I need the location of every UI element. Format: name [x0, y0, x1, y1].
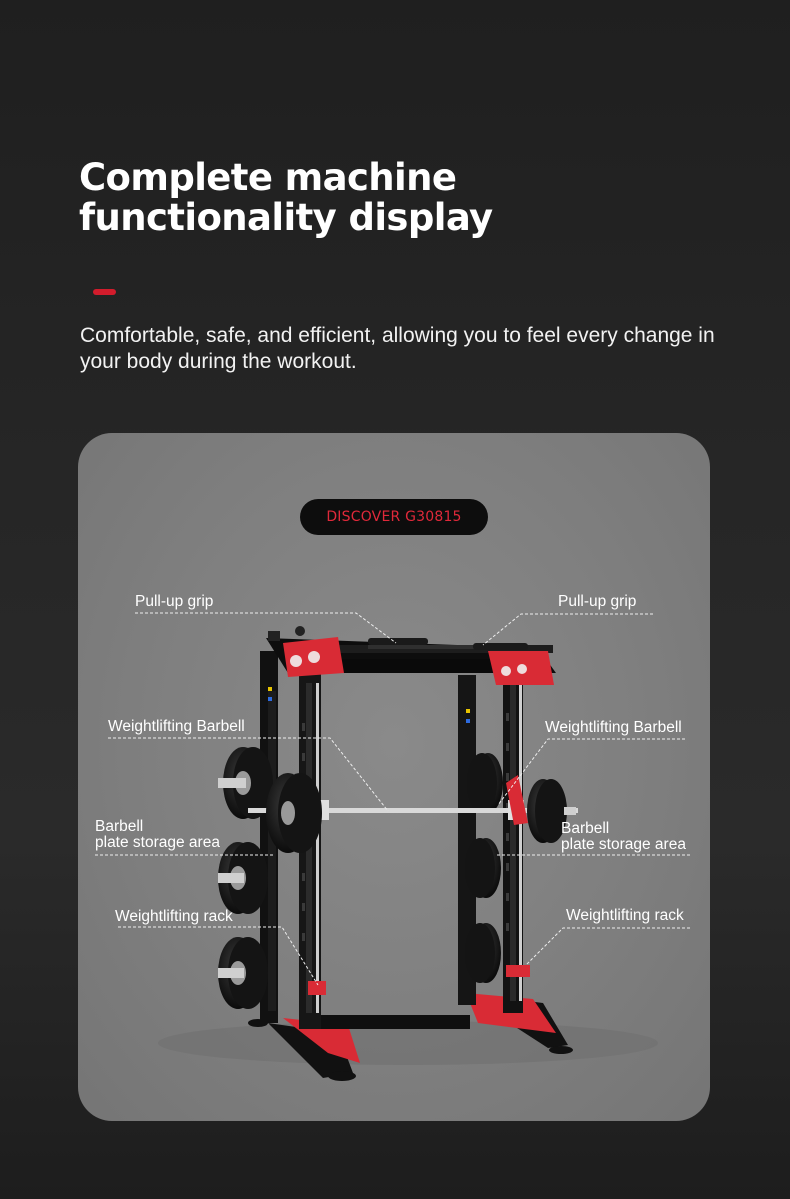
callout-storage-left: Barbell plate storage area	[95, 819, 220, 851]
top-beams	[266, 626, 556, 685]
base-frame	[248, 993, 573, 1081]
callout-storage-right: Barbell plate storage area	[561, 821, 686, 853]
callout-pullup-grip-left: Pull-up grip	[135, 593, 214, 610]
callout-barbell-right: Weightlifting Barbell	[545, 719, 682, 736]
model-badge: DISCOVER G30815	[300, 499, 488, 535]
safety-racks	[308, 965, 530, 995]
accent-bar	[93, 289, 116, 295]
page-title: Complete machine functionality display	[79, 158, 493, 238]
page-title-line-2: functionality display	[79, 196, 493, 239]
left-plates	[218, 747, 273, 1009]
machine-illustration	[95, 612, 690, 1081]
callout-leaders	[95, 612, 690, 986]
barbell	[248, 773, 578, 853]
page-subtitle: Comfortable, safe, and efficient, allowi…	[80, 324, 715, 373]
callout-rack-left: Weightlifting rack	[115, 908, 233, 925]
callout-storage-right-line-1: Barbell	[561, 820, 610, 837]
callout-storage-left-line-2: plate storage area	[95, 834, 220, 851]
callout-storage-right-line-2: plate storage area	[561, 836, 686, 853]
callout-storage-left-line-1: Barbell	[95, 818, 144, 835]
right-plates	[465, 753, 503, 983]
callout-barbell-left: Weightlifting Barbell	[108, 718, 245, 735]
callout-rack-right: Weightlifting rack	[566, 907, 684, 924]
callout-pullup-grip-right: Pull-up grip	[558, 593, 637, 610]
product-panel: DISCOVER G30815 Pull-up grip Pull-up gri…	[78, 433, 710, 1121]
page-title-line-1: Complete machine	[79, 156, 457, 199]
